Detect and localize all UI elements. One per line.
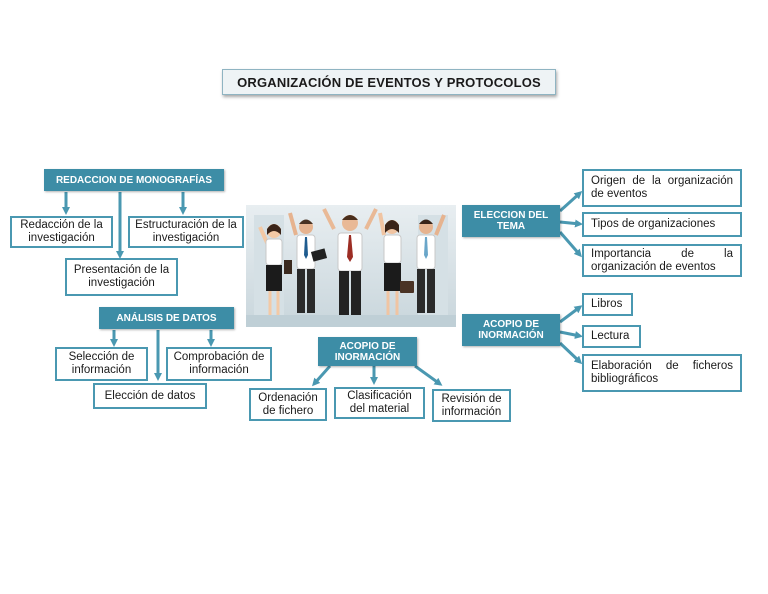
redaccion-item: Redacción de la investigación — [10, 216, 113, 248]
acopio-right-item: Lectura — [582, 325, 641, 348]
acopio-center-item: Ordenación de fichero — [249, 388, 327, 421]
page-title: ORGANIZACIÓN DE EVENTOS Y PROTOCOLOS — [222, 69, 556, 95]
analisis-item: Selección de información — [55, 347, 148, 381]
analisis-header: ANÁLISIS DE DATOS — [99, 307, 234, 329]
redaccion-item: Estructuración de la investigación — [128, 216, 244, 248]
eleccion-item: Importancia de la organización de evento… — [582, 244, 742, 277]
eleccion-header: ELECCION DEL TEMA — [462, 205, 560, 237]
analisis-item: Elección de datos — [93, 383, 207, 409]
business-team-image — [246, 205, 456, 327]
eleccion-item: Origen de la organización de eventos — [582, 169, 742, 207]
acopio-center-item: Clasificación del material — [334, 387, 425, 419]
acopio-center-item: Revisión de información — [432, 389, 511, 422]
eleccion-item: Tipos de organizaciones — [582, 212, 742, 237]
acopio-right-item: Elaboración de ficheros bibliográficos — [582, 354, 742, 392]
acopio-center-header: ACOPIO DE INORMACIÓN — [318, 337, 417, 366]
analisis-item: Comprobación de información — [166, 347, 272, 381]
acopio-right-header: ACOPIO DE INORMACIÓN — [462, 314, 560, 346]
redaccion-header: REDACCION DE MONOGRAFÍAS — [44, 169, 224, 191]
redaccion-item: Presentación de la investigación — [65, 258, 178, 296]
acopio-right-item: Libros — [582, 293, 633, 316]
